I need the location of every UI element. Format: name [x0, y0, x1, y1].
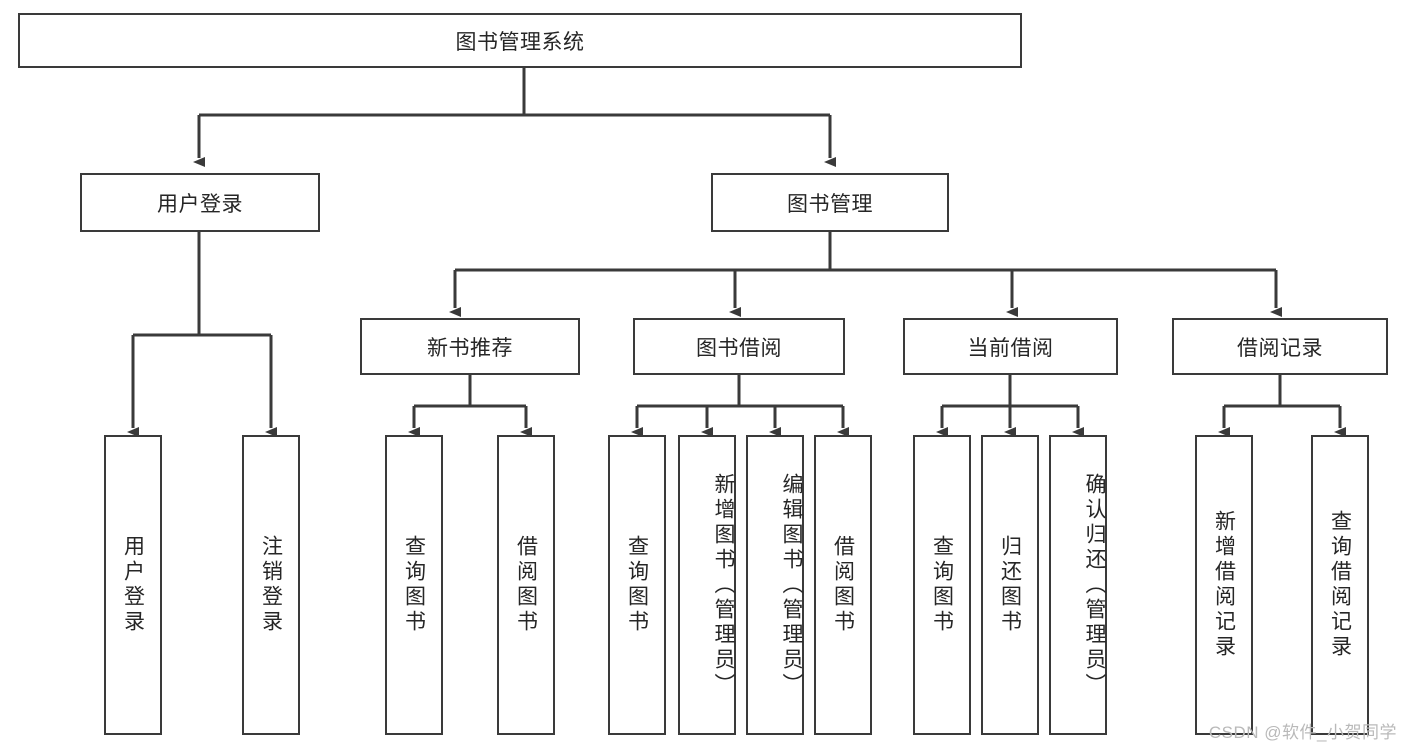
leaf-current-borrow-confirm[interactable]: 确认归还（管理员） — [1049, 435, 1107, 735]
node-label: 图书借阅 — [696, 336, 782, 360]
node-label: 用户登录 — [157, 192, 243, 216]
leaf-new-book-borrow[interactable]: 借阅图书 — [497, 435, 555, 735]
node-label: 查询图书 — [930, 535, 954, 635]
leaf-user-login-logout[interactable]: 注销登录 — [242, 435, 300, 735]
node-label: 新增图书（管理员） — [712, 472, 735, 698]
node-label: 新增借阅记录 — [1212, 510, 1236, 660]
node-label: 借阅记录 — [1237, 336, 1323, 360]
leaf-current-borrow-query[interactable]: 查询图书 — [913, 435, 971, 735]
node-label: 注销登录 — [259, 535, 283, 635]
leaf-new-book-query[interactable]: 查询图书 — [385, 435, 443, 735]
node-label: 新书推荐 — [427, 336, 513, 360]
node-user-login[interactable]: 用户登录 — [80, 173, 320, 232]
leaf-book-borrow-borrow[interactable]: 借阅图书 — [814, 435, 872, 735]
node-label: 查询借阅记录 — [1328, 510, 1352, 660]
leaf-borrow-record-query[interactable]: 查询借阅记录 — [1311, 435, 1369, 735]
node-label: 查询图书 — [402, 535, 426, 635]
node-label: 借阅图书 — [831, 535, 855, 635]
leaf-current-borrow-return[interactable]: 归还图书 — [981, 435, 1039, 735]
node-label: 查询图书 — [625, 535, 649, 635]
leaf-book-borrow-query[interactable]: 查询图书 — [608, 435, 666, 735]
leaf-user-login-login[interactable]: 用户登录 — [104, 435, 162, 735]
node-book-borrow[interactable]: 图书借阅 — [633, 318, 845, 375]
node-label: 图书管理 — [787, 192, 873, 216]
watermark-text: CSDN @软件_小贺同学 — [1208, 723, 1397, 742]
node-current-borrow[interactable]: 当前借阅 — [903, 318, 1118, 375]
node-root-system[interactable]: 图书管理系统 — [18, 13, 1022, 68]
node-label: 归还图书 — [998, 535, 1022, 635]
node-label: 借阅图书 — [514, 535, 538, 635]
node-label: 图书管理系统 — [455, 30, 585, 54]
node-book-management[interactable]: 图书管理 — [711, 173, 949, 232]
node-borrow-records[interactable]: 借阅记录 — [1172, 318, 1388, 375]
leaf-borrow-record-add[interactable]: 新增借阅记录 — [1195, 435, 1253, 735]
leaf-book-borrow-add[interactable]: 新增图书（管理员） — [678, 435, 736, 735]
leaf-book-borrow-edit[interactable]: 编辑图书（管理员） — [746, 435, 804, 735]
node-label: 确认归还（管理员） — [1083, 472, 1106, 698]
node-label: 编辑图书（管理员） — [780, 472, 803, 698]
node-new-book-recommend[interactable]: 新书推荐 — [360, 318, 580, 375]
node-label: 当前借阅 — [967, 336, 1054, 360]
node-label: 用户登录 — [121, 535, 145, 635]
